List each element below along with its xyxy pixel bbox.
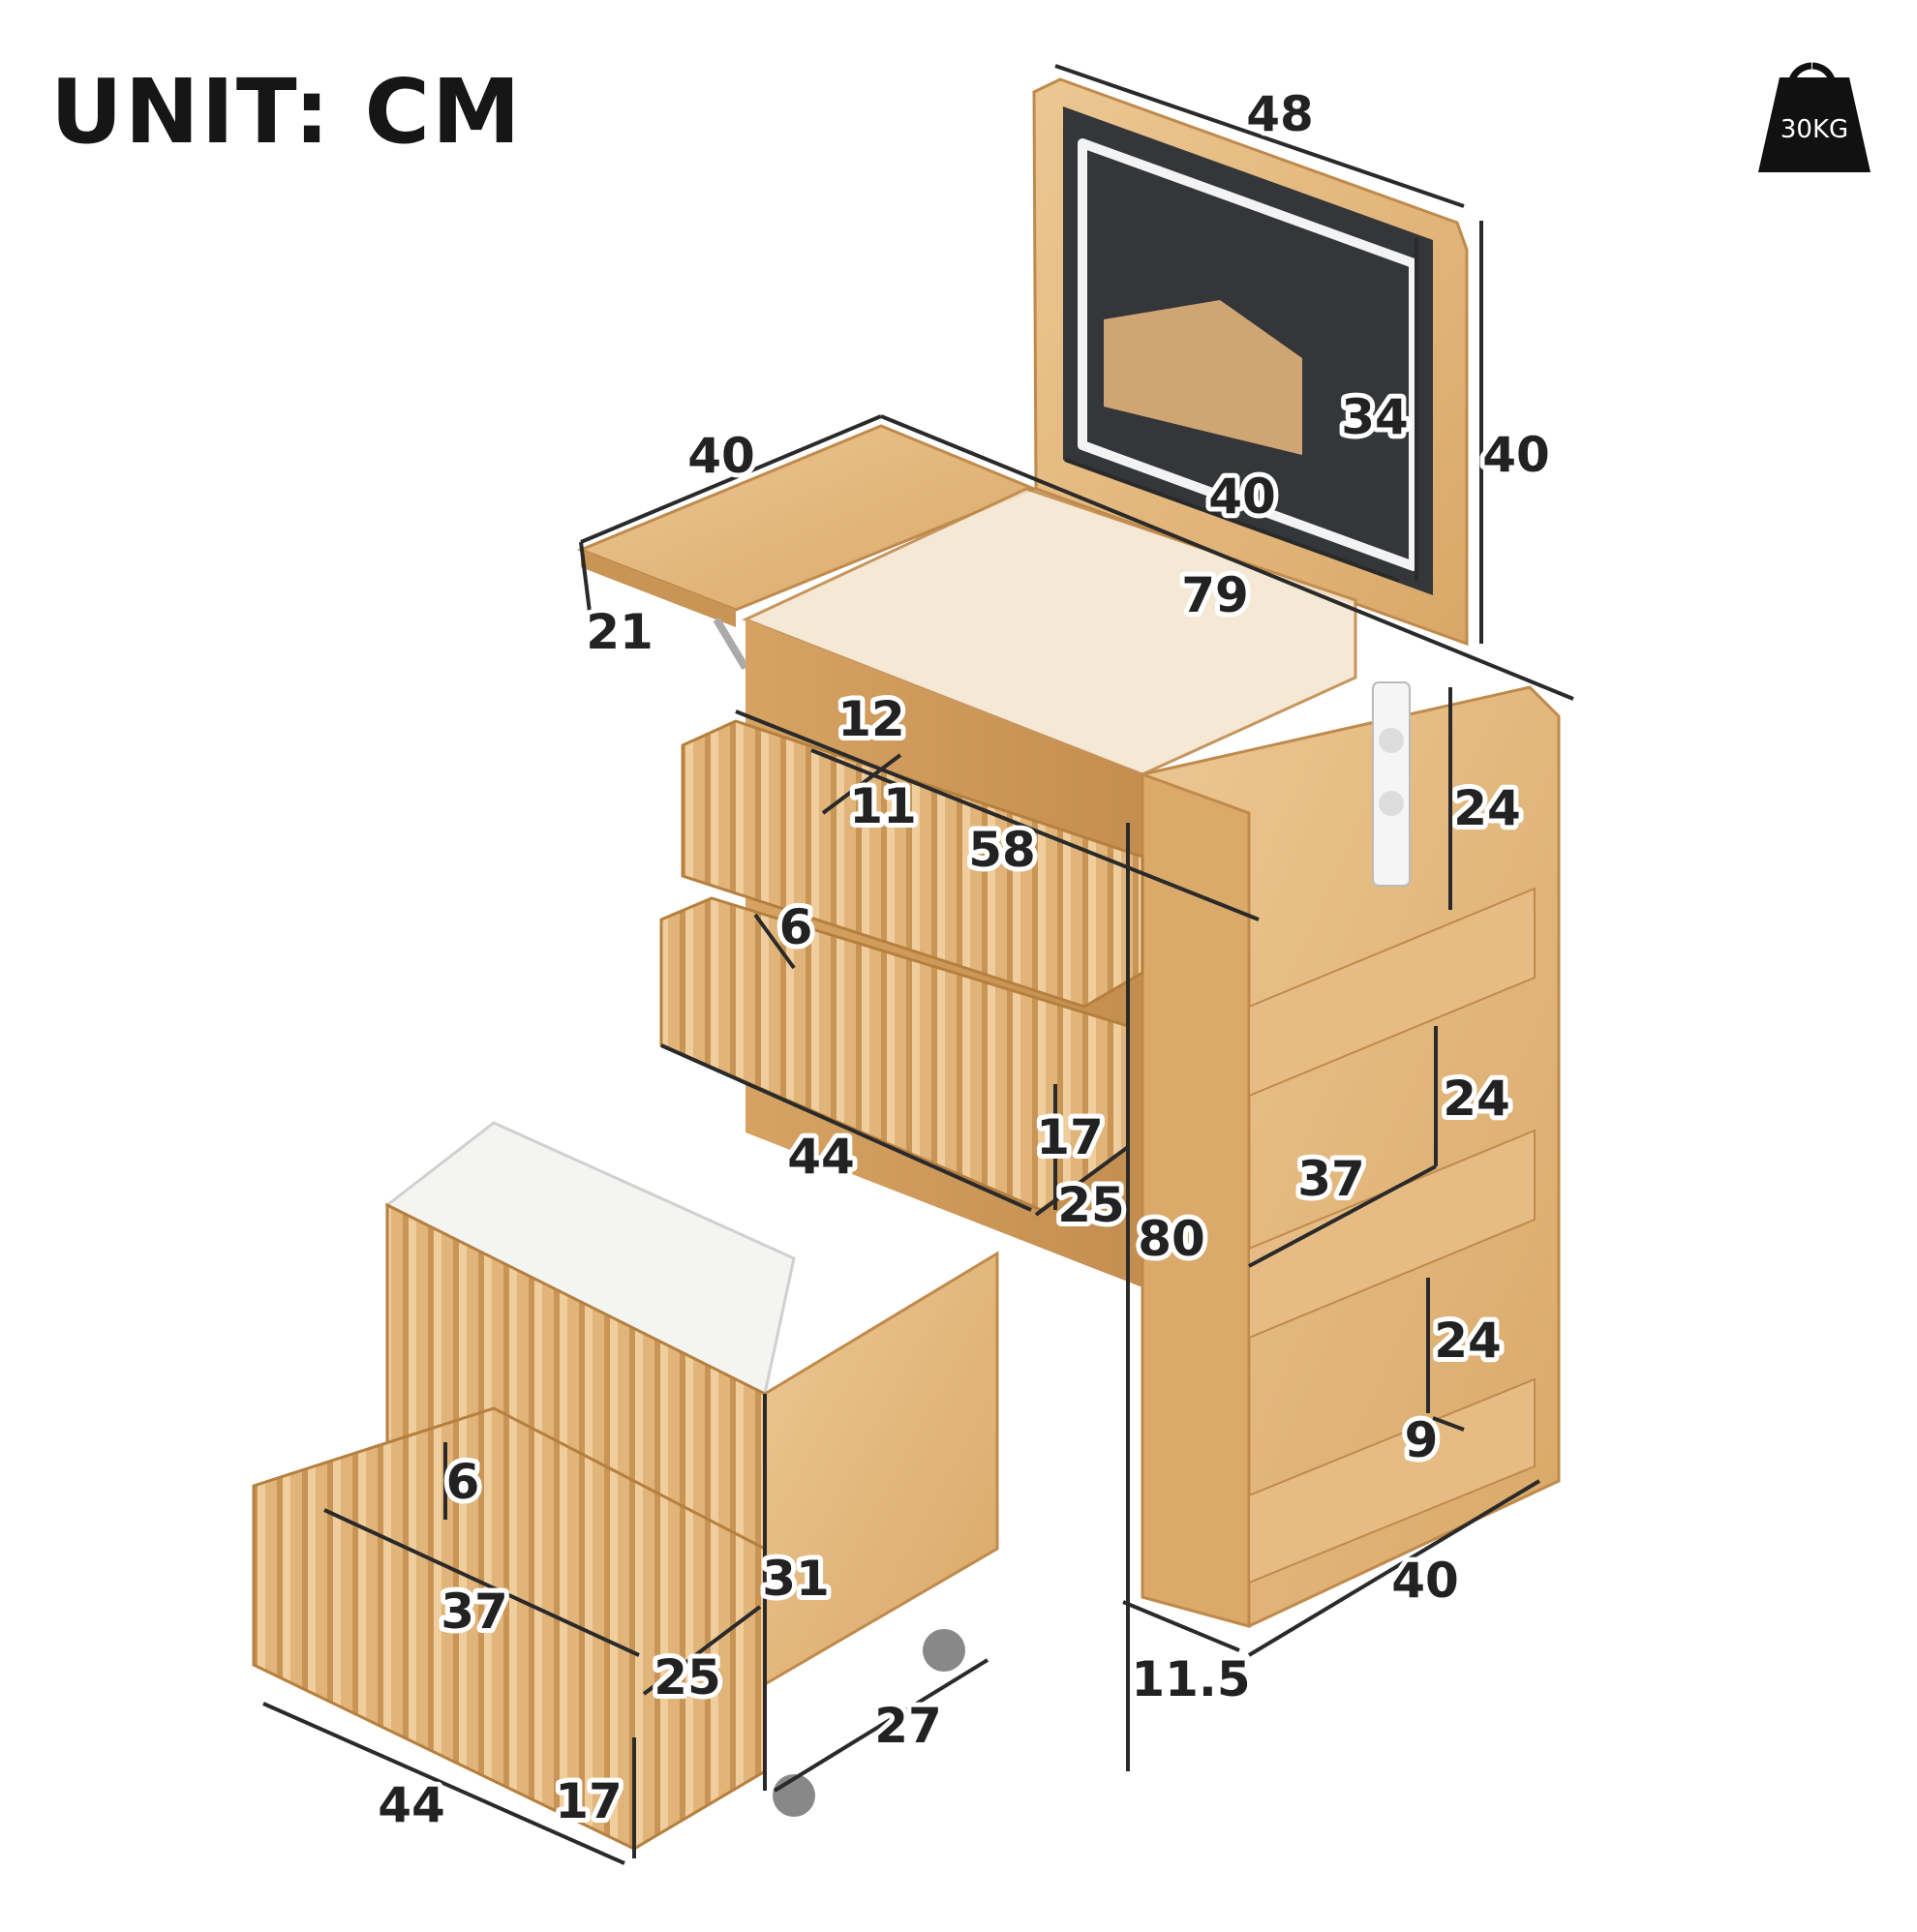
dim-tray-compartment-width: 12 [837,691,905,747]
dim-stool-drawer-depth: 25 [654,1649,721,1706]
dim-tray-compartment-depth: 11 [849,778,917,834]
side-table [576,424,1038,671]
dim-mirror-height: 40 [1482,427,1550,483]
dim-drawer-mid-height: 17 [1036,1109,1104,1165]
dim-drawer-mid-width: 44 [787,1129,855,1185]
dim-shelf-width: 37 [1297,1151,1365,1207]
dim-cabinet-depth: 40 [1391,1553,1459,1609]
dim-total-height: 80 [1138,1211,1205,1267]
dim-stool-height: 31 [762,1551,830,1607]
dim-mirror-width: 48 [1246,86,1314,142]
top-drawer [681,719,1144,1009]
dim-drawer-top-width: 58 [968,822,1036,878]
dim-stool-width: 44 [378,1777,445,1833]
dim-total-width: 79 [1181,567,1249,623]
dim-side-thickness: 11.5 [1131,1651,1250,1707]
dim-stool-depth: 27 [874,1698,942,1754]
dim-stool-drawer-width: 37 [441,1584,508,1640]
dim-drawer-top-height: 6 [779,899,813,955]
mirror-panel [1032,77,1469,647]
dim-drawer-mid-depth: 25 [1057,1177,1125,1233]
dim-shelf-2-height: 24 [1443,1071,1510,1127]
dim-shelf-3-height: 24 [1434,1313,1502,1369]
weight-icon: 30KG [1758,62,1871,172]
dim-stool-front-height: 17 [555,1773,623,1829]
dim-stool-drawer-height: 6 [446,1454,480,1510]
dim-shelf-1-height: 24 [1453,780,1521,836]
dimension-lines [262,64,1574,1865]
dim-mirror-inner-width: 40 [1208,468,1276,525]
dim-side-table-depth: 21 [586,604,654,660]
unit-title: UNIT: CM [50,60,523,164]
dim-shelf-lip: 9 [1405,1412,1439,1468]
weight-label: 30KG [1780,115,1848,144]
led-mirror-frame [1078,138,1418,571]
dimension-labels: 48 40 34 40 40 21 79 12 11 58 6 44 17 25… [373,81,1555,1838]
dim-side-table-length: 40 [687,428,755,484]
stool [252,1121,999,1851]
dim-mirror-inner-height: 34 [1341,389,1409,445]
